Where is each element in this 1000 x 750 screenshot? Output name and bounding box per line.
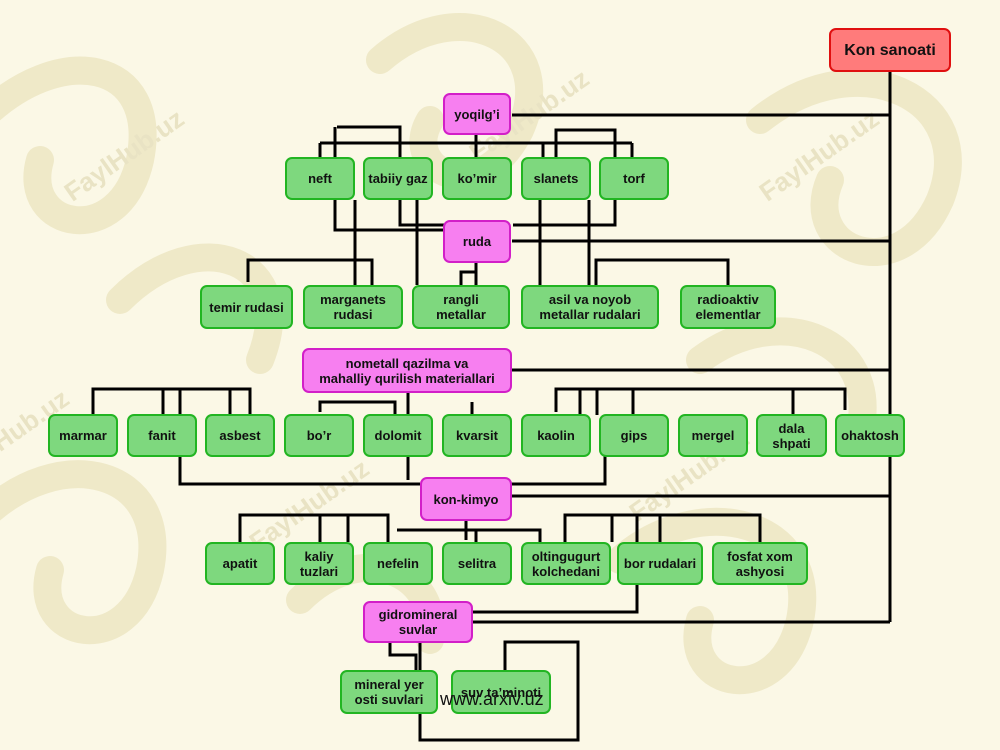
node-apatit: apatit bbox=[205, 542, 275, 585]
node-gips: gips bbox=[599, 414, 669, 457]
node-rangli-metallar: rangli metallar bbox=[412, 285, 510, 329]
node-nefelin: nefelin bbox=[363, 542, 433, 585]
node-bor: bo’r bbox=[284, 414, 354, 457]
node-torf: torf bbox=[599, 157, 669, 200]
node-temir-rudasi: temir rudasi bbox=[200, 285, 293, 329]
node-kon-sanoati: Kon sanoati bbox=[829, 28, 951, 72]
node-radioaktiv: radioaktiv elementlar bbox=[680, 285, 776, 329]
node-yoqilgi: yoqilg’i bbox=[443, 93, 511, 135]
node-oltingugurt: oltingugurt kolchedani bbox=[521, 542, 611, 585]
node-mergel: mergel bbox=[678, 414, 748, 457]
node-fanit: fanit bbox=[127, 414, 197, 457]
node-suv-taminoti: suv ta’minoti bbox=[451, 670, 551, 714]
node-kaliy-tuzlari: kaliy tuzlari bbox=[284, 542, 354, 585]
node-tabiiy-gaz: tabiiy gaz bbox=[363, 157, 433, 200]
node-gidromineral: gidromineral suvlar bbox=[363, 601, 473, 643]
node-komir: ko’mir bbox=[442, 157, 512, 200]
node-neft: neft bbox=[285, 157, 355, 200]
footer-url: www.arxiv.uz bbox=[440, 689, 544, 709]
node-slanets: slanets bbox=[521, 157, 591, 200]
node-mineral-yer: mineral yer osti suvlari bbox=[340, 670, 438, 714]
node-ohaktosh: ohaktosh bbox=[835, 414, 905, 457]
node-dala-shpati: dala shpati bbox=[756, 414, 827, 457]
node-fosfat: fosfat xom ashyosi bbox=[712, 542, 808, 585]
node-kon-kimyo: kon-kimyo bbox=[420, 477, 512, 521]
node-kaolin: kaolin bbox=[521, 414, 591, 457]
node-asbest: asbest bbox=[205, 414, 275, 457]
node-asil-noyob: asil va noyob metallar rudalari bbox=[521, 285, 659, 329]
node-selitra: selitra bbox=[442, 542, 512, 585]
node-nometall: nometall qazilma va mahalliy qurilish ma… bbox=[302, 348, 512, 393]
node-dolomit: dolomit bbox=[363, 414, 433, 457]
node-marganets-rudasi: marganets rudasi bbox=[303, 285, 403, 329]
node-marmar: marmar bbox=[48, 414, 118, 457]
node-bor-rudalari: bor rudalari bbox=[617, 542, 703, 585]
node-kvarsit: kvarsit bbox=[442, 414, 512, 457]
node-ruda: ruda bbox=[443, 220, 511, 263]
